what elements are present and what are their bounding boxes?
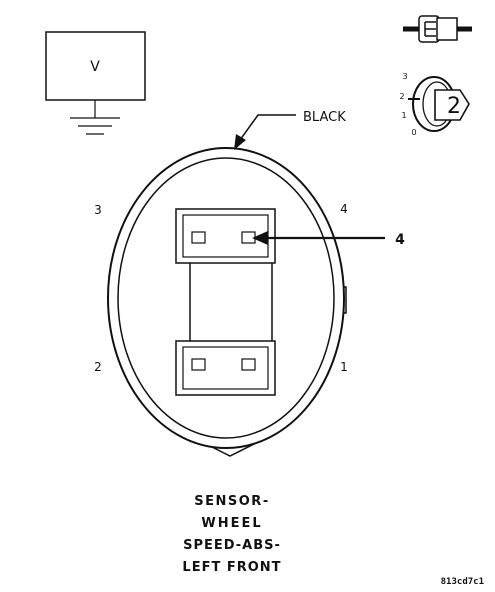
wire-color-callout: BLACK <box>234 110 346 150</box>
callout-arrow: 4 <box>252 231 405 248</box>
caption-line-2: WHEEL <box>201 516 262 531</box>
probe-scale-0: 0 <box>411 128 416 137</box>
probe-scale-1: 1 <box>401 111 406 120</box>
caption-line-4: LEFT FRONT <box>182 560 281 575</box>
cavity-3 <box>191 231 206 244</box>
probe-scale-2: 2 <box>399 92 404 101</box>
caption-line-3: SPEED-ABS- <box>183 538 281 553</box>
cavity-label-bottom-left: 2 <box>94 360 102 374</box>
callout-number: 4 <box>395 232 405 248</box>
cavity-2 <box>191 358 206 371</box>
cavity-4 <box>241 231 256 244</box>
probe-number: 2 <box>447 94 461 119</box>
probe-icon: 3 2 1 0 2 <box>399 72 470 137</box>
voltmeter-label: V <box>90 59 100 75</box>
cavity-label-top-right: 4 <box>340 202 348 216</box>
caption-line-1: SENSOR- <box>194 494 269 509</box>
caption: SENSOR- WHEEL SPEED-ABS- LEFT FRONT <box>182 494 281 575</box>
cavity-label-bottom-right: 1 <box>340 360 348 374</box>
voltmeter: V <box>45 31 146 135</box>
wire-color-label: BLACK <box>303 110 346 125</box>
probe-scale-3: 3 <box>402 72 407 81</box>
connector-face <box>107 147 347 457</box>
cavity-label-top-left: 3 <box>94 203 102 217</box>
figure-id: 813cd7c1 <box>441 577 484 587</box>
ground-icon <box>70 117 120 135</box>
connector-icon <box>403 15 472 43</box>
cavity-1 <box>241 358 256 371</box>
